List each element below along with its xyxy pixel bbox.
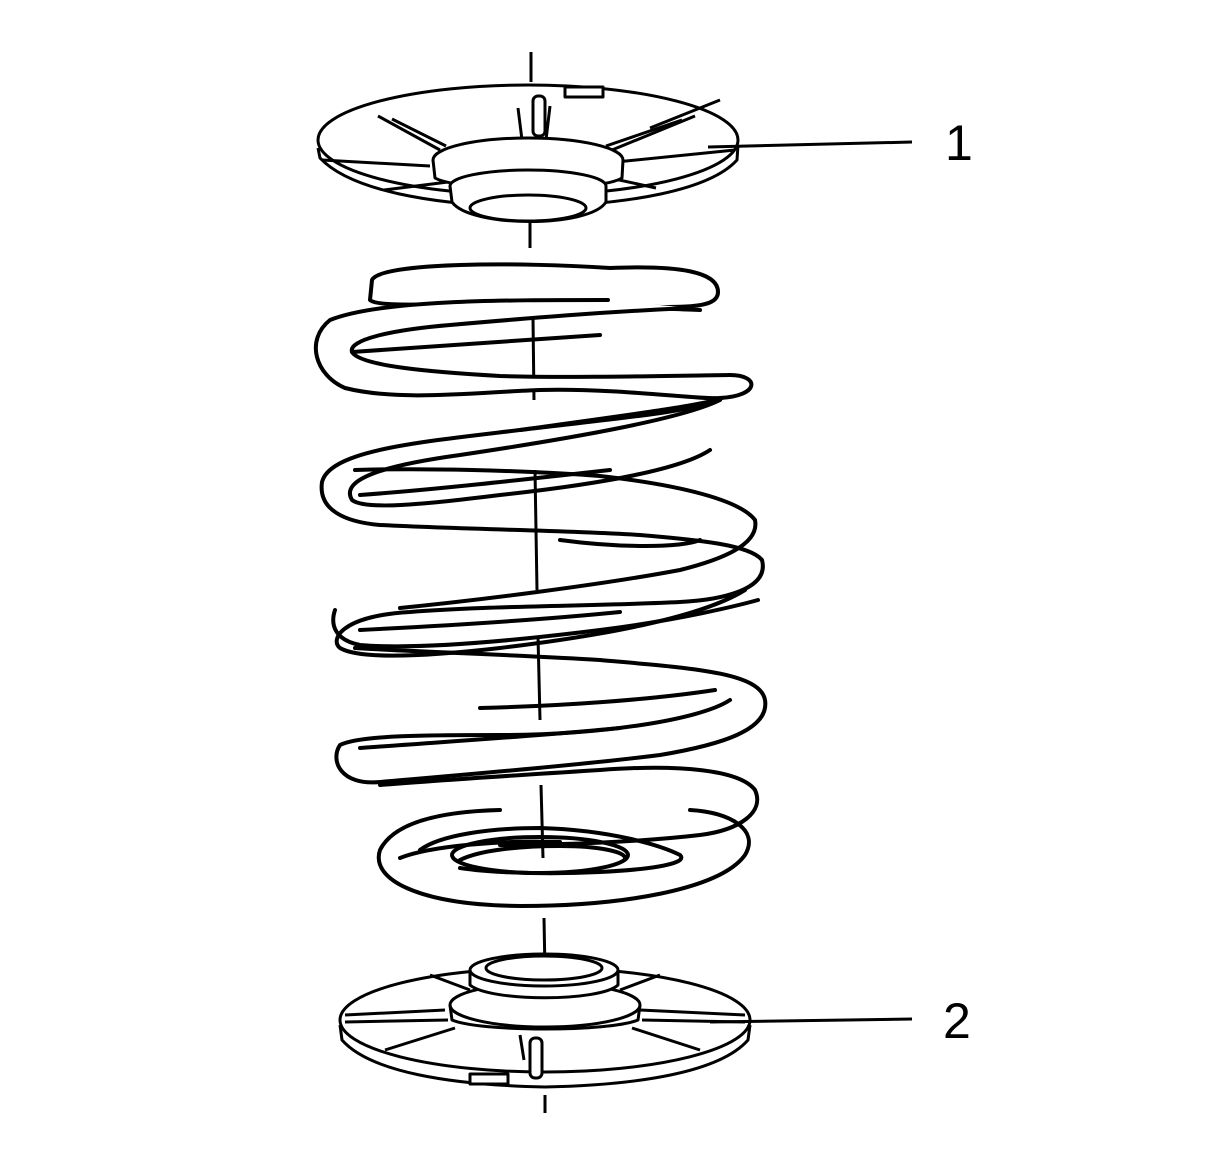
upper-spring-insulator — [316, 83, 740, 223]
callout-2-leader — [709, 1017, 913, 1024]
lower-spring-insulator — [338, 952, 752, 1089]
callout-1-label: 1 — [945, 115, 973, 171]
callout-1-leader — [707, 140, 913, 149]
callout-leaders — [707, 140, 913, 1024]
coil-spring — [313, 262, 768, 908]
callout-2-label: 2 — [943, 993, 971, 1049]
